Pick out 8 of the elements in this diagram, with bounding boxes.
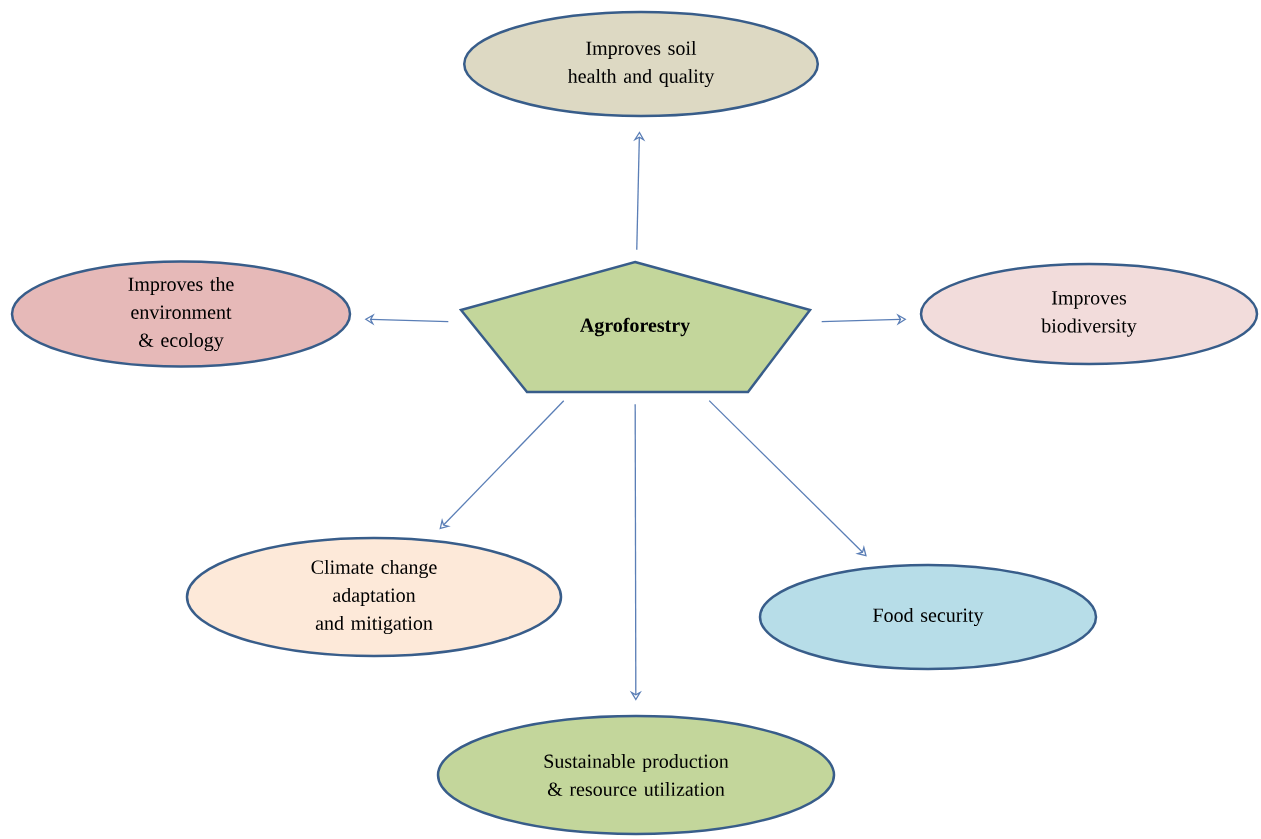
ellipse-node: Improves biodiversity bbox=[919, 262, 1259, 366]
ellipse-node: Improves soil health and quality bbox=[463, 10, 820, 118]
ellipse-node: Sustainable production & resource utilization bbox=[436, 714, 836, 836]
ellipse-node: Improves the environment & ecology bbox=[10, 260, 352, 368]
ellipse-node: Climate change adaptation and mitigation bbox=[185, 536, 563, 658]
ellipse-node: Food security bbox=[758, 563, 1098, 671]
arrow bbox=[708, 400, 867, 557]
arrow bbox=[439, 400, 565, 530]
